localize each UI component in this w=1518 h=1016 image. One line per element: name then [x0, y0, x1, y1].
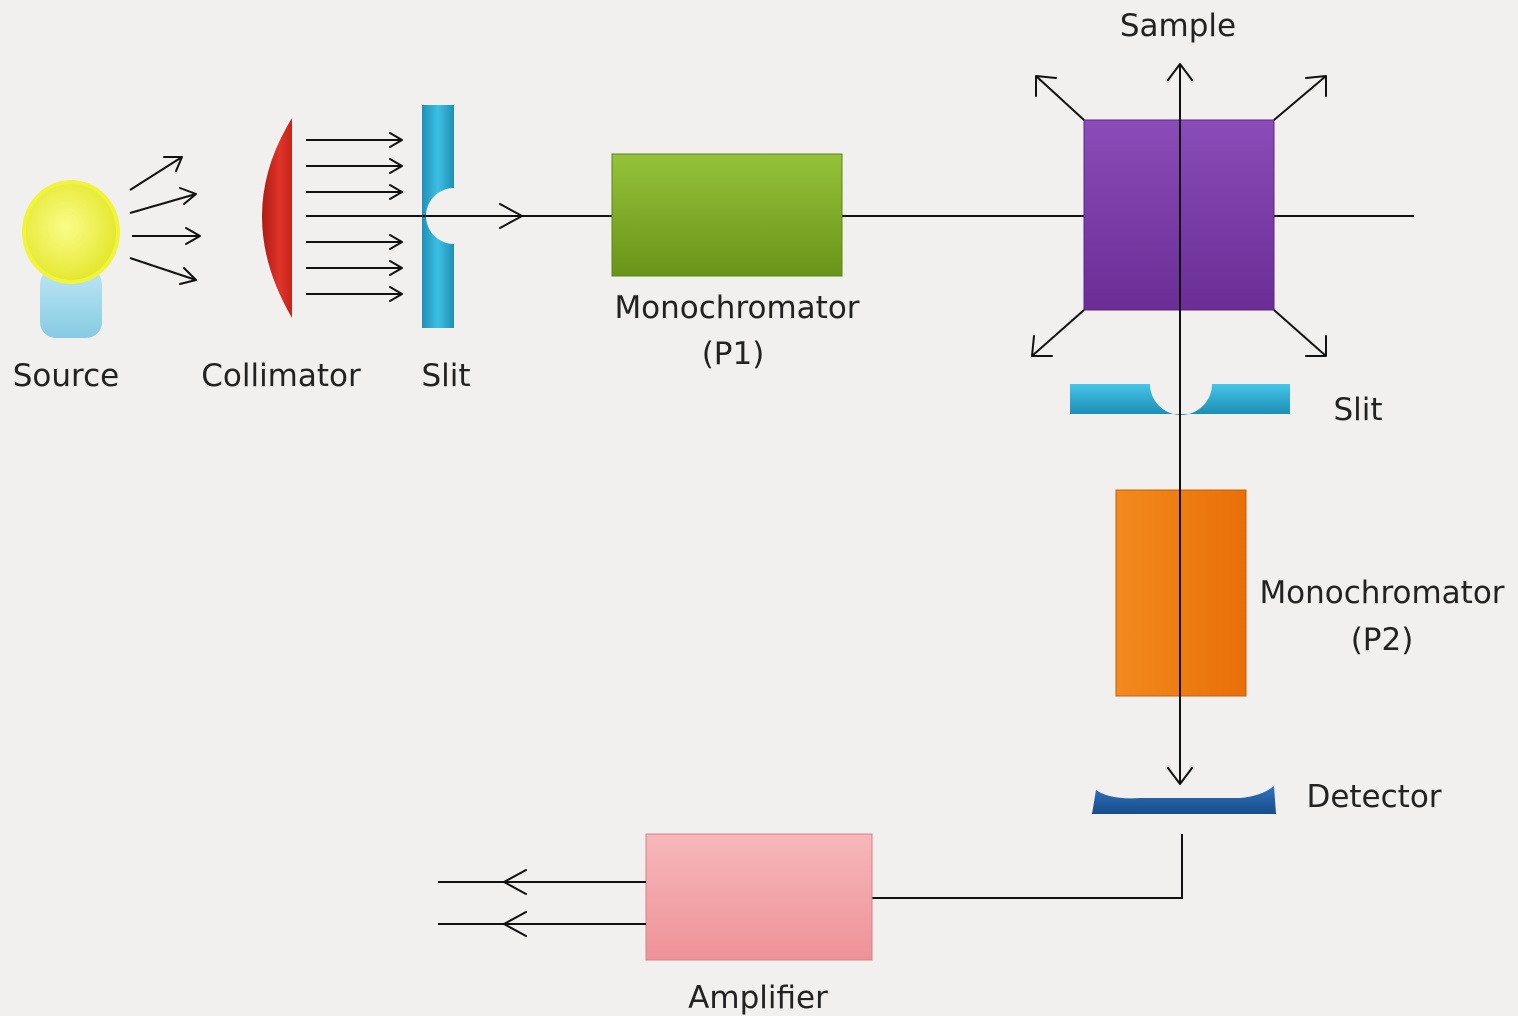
axis-arrowhead [499, 203, 523, 229]
amplifier-label: Amplifier [688, 980, 828, 1016]
slit-2-label: Slit [1333, 392, 1382, 428]
signal-wire [872, 834, 1183, 899]
slit-1-label: Slit [421, 358, 470, 394]
detector-label: Detector [1306, 779, 1441, 815]
source-base [40, 268, 102, 338]
source [22, 180, 120, 338]
source-label: Source [13, 358, 119, 394]
sample-label: Sample [1120, 8, 1236, 44]
detector [1092, 786, 1276, 814]
monochromator-p1 [611, 153, 843, 277]
slit-2 [1070, 384, 1290, 415]
source-bulb [22, 180, 120, 284]
collimator-label: Collimator [201, 358, 361, 394]
scatter-rays [1031, 75, 1327, 357]
monochromator-p2-label-line2: (P2) [1351, 622, 1414, 658]
output-arrows [438, 869, 646, 937]
sample-arrowhead [1167, 63, 1193, 81]
slit-1 [422, 105, 454, 328]
monochromator-p1-label-line1: Monochromator [614, 290, 859, 326]
collimator-lens [262, 118, 292, 318]
detector-arrowhead [1167, 767, 1193, 785]
collimated-rays [306, 132, 403, 302]
monochromator-p1-label-line2: (P1) [702, 336, 765, 372]
source-rays [129, 156, 201, 285]
monochromator-p2-label-line1: Monochromator [1259, 575, 1504, 611]
amplifier [645, 833, 873, 961]
